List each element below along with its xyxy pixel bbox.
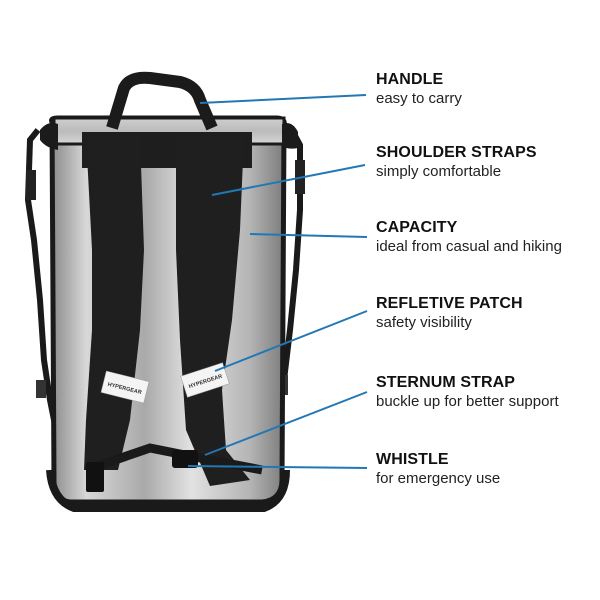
leader-line-shoulder-straps <box>211 164 366 196</box>
feature-title: REFLETIVE PATCH <box>376 295 523 312</box>
feature-description: simply comfortable <box>376 163 502 180</box>
feature-whistle: WHISTLE for emergency use <box>376 450 500 488</box>
feature-description: buckle up for better support <box>376 393 559 410</box>
leader-line-whistle <box>187 465 368 469</box>
leader-line-capacity <box>249 233 368 238</box>
shoulder-strap-right <box>176 136 250 486</box>
feature-title: STERNUM STRAP <box>376 374 516 391</box>
reflective-patch-right: HYPERGEAR <box>180 362 230 398</box>
feature-reflective-patch: REFLETIVE PATCH safety visibility <box>376 294 523 332</box>
feature-sternum-strap: STERNUM STRAP buckle up for better suppo… <box>376 373 559 411</box>
leader-line-reflective-patch <box>214 310 368 372</box>
feature-title: SHOULDER STRAPS <box>376 144 537 161</box>
feature-title: HANDLE <box>376 71 444 88</box>
leader-lines <box>187 94 368 469</box>
feature-description: easy to carry <box>376 90 462 107</box>
leader-line-sternum-strap <box>204 391 368 456</box>
feature-title: CAPACITY <box>376 219 458 236</box>
feature-capacity: CAPACITY ideal from casual and hiking <box>376 218 562 256</box>
feature-shoulder-straps: SHOULDER STRAPS simply comfortable <box>376 143 537 181</box>
feature-description: safety visibility <box>376 314 472 331</box>
feature-handle: HANDLE easy to carry <box>376 70 462 108</box>
feature-title: WHISTLE <box>376 451 449 468</box>
handle <box>106 71 218 131</box>
feature-description: for emergency use <box>376 470 501 487</box>
leader-line-handle <box>199 94 367 104</box>
reflective-patch-left: HYPERGEAR <box>100 370 150 404</box>
whistle-buckle <box>172 450 198 468</box>
feature-description: ideal from casual and hiking <box>376 238 562 255</box>
